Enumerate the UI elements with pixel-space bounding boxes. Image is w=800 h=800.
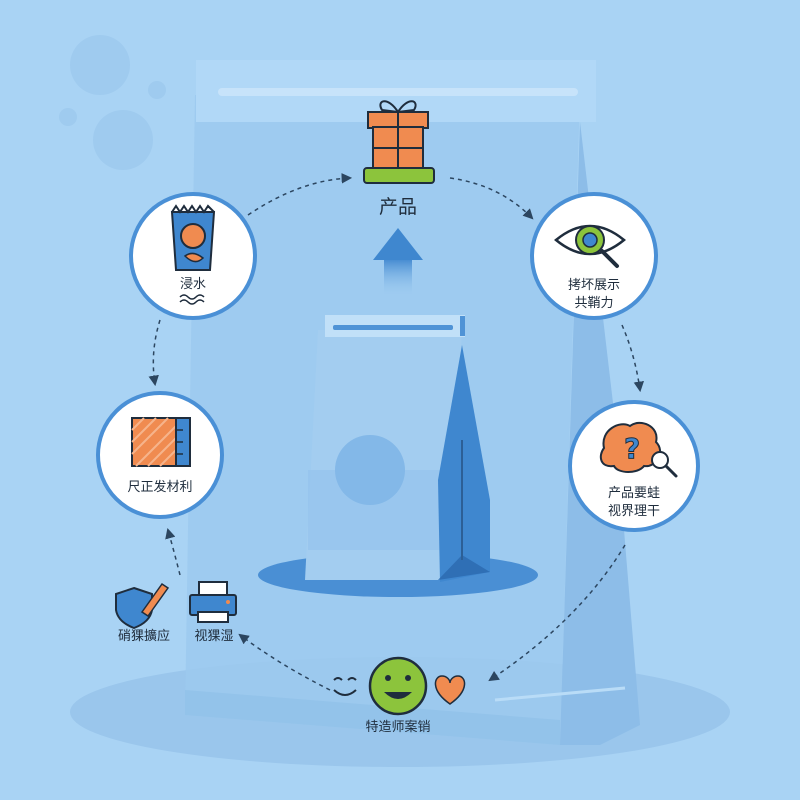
up-arrow-icon [373, 228, 423, 300]
wave-decor [179, 294, 205, 300]
label-bottom: 特造师案销 [365, 720, 431, 735]
node-brain: ? [568, 400, 700, 532]
label-top-left: 浸水 [179, 277, 206, 292]
label-shield: 硝猓擴应 [117, 629, 170, 644]
label-top-right-line1: 拷坏展示 [567, 278, 620, 293]
label-product: 产品 [378, 196, 417, 218]
brain-question-icon: ? [599, 421, 678, 478]
node-snack-bag [129, 192, 257, 320]
gift-box-icon [363, 100, 435, 184]
svg-text:?: ? [624, 432, 640, 465]
material-swatch-icon [131, 417, 191, 467]
eye-magnifier-icon [554, 224, 626, 268]
node-eye [530, 192, 658, 320]
label-top-right-line2: 共鞘力 [574, 296, 614, 311]
heart-icon [434, 675, 466, 705]
smile-face-icon [333, 656, 428, 716]
label-right-line2: 视界理干 [607, 504, 660, 519]
printer-icon [189, 581, 237, 623]
cycle-connectors [148, 173, 645, 691]
shield-ruler-icon [115, 582, 170, 630]
label-right-line1: 产品要蛙 [607, 486, 660, 501]
label-left: 尺正发材利 [127, 480, 193, 495]
central-pouch [258, 315, 538, 597]
node-material [96, 391, 224, 519]
snack-bag-icon [170, 204, 216, 271]
label-printer: 视猓湿 [194, 629, 234, 644]
